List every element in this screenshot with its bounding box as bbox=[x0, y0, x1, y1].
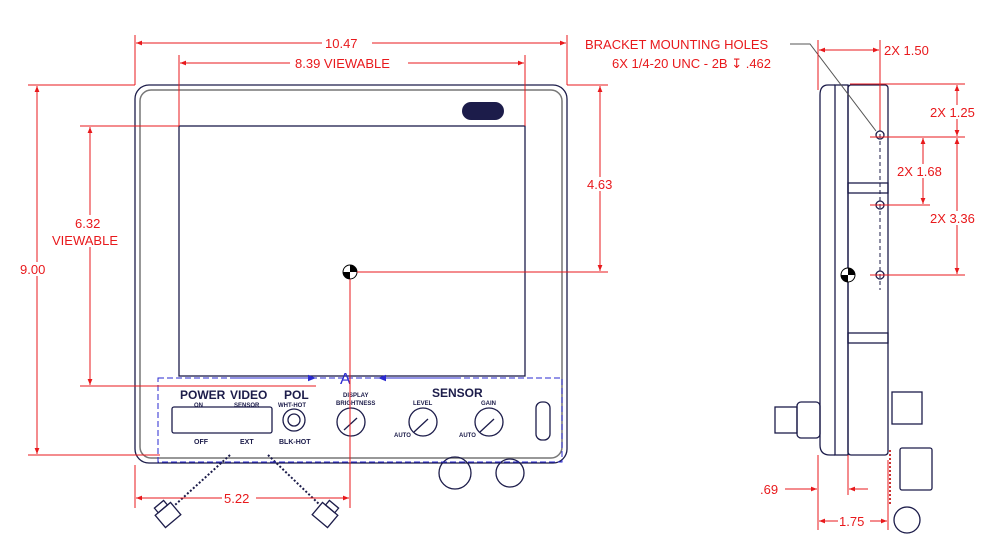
sensor-source-label: SENSOR bbox=[234, 403, 260, 409]
side-dimensions: BRACKET MOUNTING HOLES 6X 1/4-20 UNC - 2… bbox=[585, 37, 986, 530]
connector-side bbox=[891, 391, 923, 425]
ext-label: EXT bbox=[240, 439, 254, 446]
flir-logo bbox=[462, 102, 504, 120]
auto-label: AUTO bbox=[394, 433, 411, 439]
sensor-label: SENSOR bbox=[432, 386, 483, 400]
dim-hole-span: 2X 3.36 bbox=[930, 211, 975, 226]
dim-overall-width: 10.47 bbox=[325, 36, 358, 51]
center-mark bbox=[342, 264, 358, 280]
level-label: LEVEL bbox=[413, 401, 433, 407]
gain-label: GAIN bbox=[481, 401, 496, 407]
mount-hole bbox=[875, 130, 885, 140]
switch-panel bbox=[171, 406, 273, 434]
off-label: OFF bbox=[194, 439, 209, 446]
bezel-outer bbox=[134, 84, 568, 464]
section-label: A bbox=[340, 371, 351, 388]
connector-cap bbox=[495, 458, 525, 488]
bezel-inner bbox=[139, 89, 563, 459]
connector-cap bbox=[438, 456, 472, 490]
brightness-knob bbox=[336, 407, 366, 437]
auto-label: AUTO bbox=[459, 433, 476, 439]
dim-center-height: 4.63 bbox=[587, 177, 612, 192]
on-label: ON bbox=[194, 403, 203, 409]
side-button bbox=[535, 401, 551, 441]
front-dimensions: 10.47 8.39 VIEWABLE 9.00 6.32 VIEWABLE 4… bbox=[18, 35, 616, 508]
hole-note-line1: BRACKET MOUNTING HOLES bbox=[585, 37, 769, 52]
front-view: POWER ON OFF VIDEO SENSOR EXT POL WHT-HO… bbox=[134, 84, 568, 529]
display-label: DISPLAY bbox=[343, 393, 368, 399]
hole-note-line2: 6X 1/4-20 UNC - 2B ↧ .462 bbox=[612, 56, 771, 71]
dim-viewable-height: 6.32 bbox=[75, 216, 100, 231]
knob-side bbox=[774, 406, 798, 434]
side-view bbox=[774, 84, 933, 534]
bnc-side bbox=[893, 506, 921, 534]
power-label: POWER bbox=[180, 388, 226, 402]
section-box bbox=[157, 377, 563, 463]
dim-hole-pitch: 2X 1.68 bbox=[897, 164, 942, 179]
screen bbox=[178, 125, 526, 377]
pol-label: POL bbox=[284, 388, 309, 402]
dim-knob-depth: .69 bbox=[760, 482, 778, 497]
dim-top-hole: 2X 1.25 bbox=[930, 105, 975, 120]
dim-viewable-width: 8.39 VIEWABLE bbox=[295, 56, 390, 71]
dim-overall-height: 9.00 bbox=[20, 262, 45, 277]
pol-button bbox=[282, 408, 306, 432]
bnc-connector bbox=[153, 499, 182, 529]
blk-hot-label: BLK-HOT bbox=[279, 439, 311, 446]
dim-depth: 1.75 bbox=[839, 514, 864, 529]
brightness-label: BRIGHTNESS bbox=[336, 401, 375, 407]
video-label: VIDEO bbox=[230, 388, 267, 402]
center-mark bbox=[840, 267, 856, 283]
gain-knob bbox=[474, 407, 504, 437]
dim-hole-offset: 2X 1.50 bbox=[884, 43, 929, 58]
level-knob bbox=[408, 407, 438, 437]
bracket bbox=[847, 84, 889, 456]
cap-side bbox=[899, 447, 933, 491]
dim-viewable-height-suffix: VIEWABLE bbox=[52, 233, 118, 248]
dim-center-offset: 5.22 bbox=[224, 491, 249, 506]
bnc-connector bbox=[311, 499, 340, 529]
wht-hot-label: WHT-HOT bbox=[278, 403, 306, 409]
